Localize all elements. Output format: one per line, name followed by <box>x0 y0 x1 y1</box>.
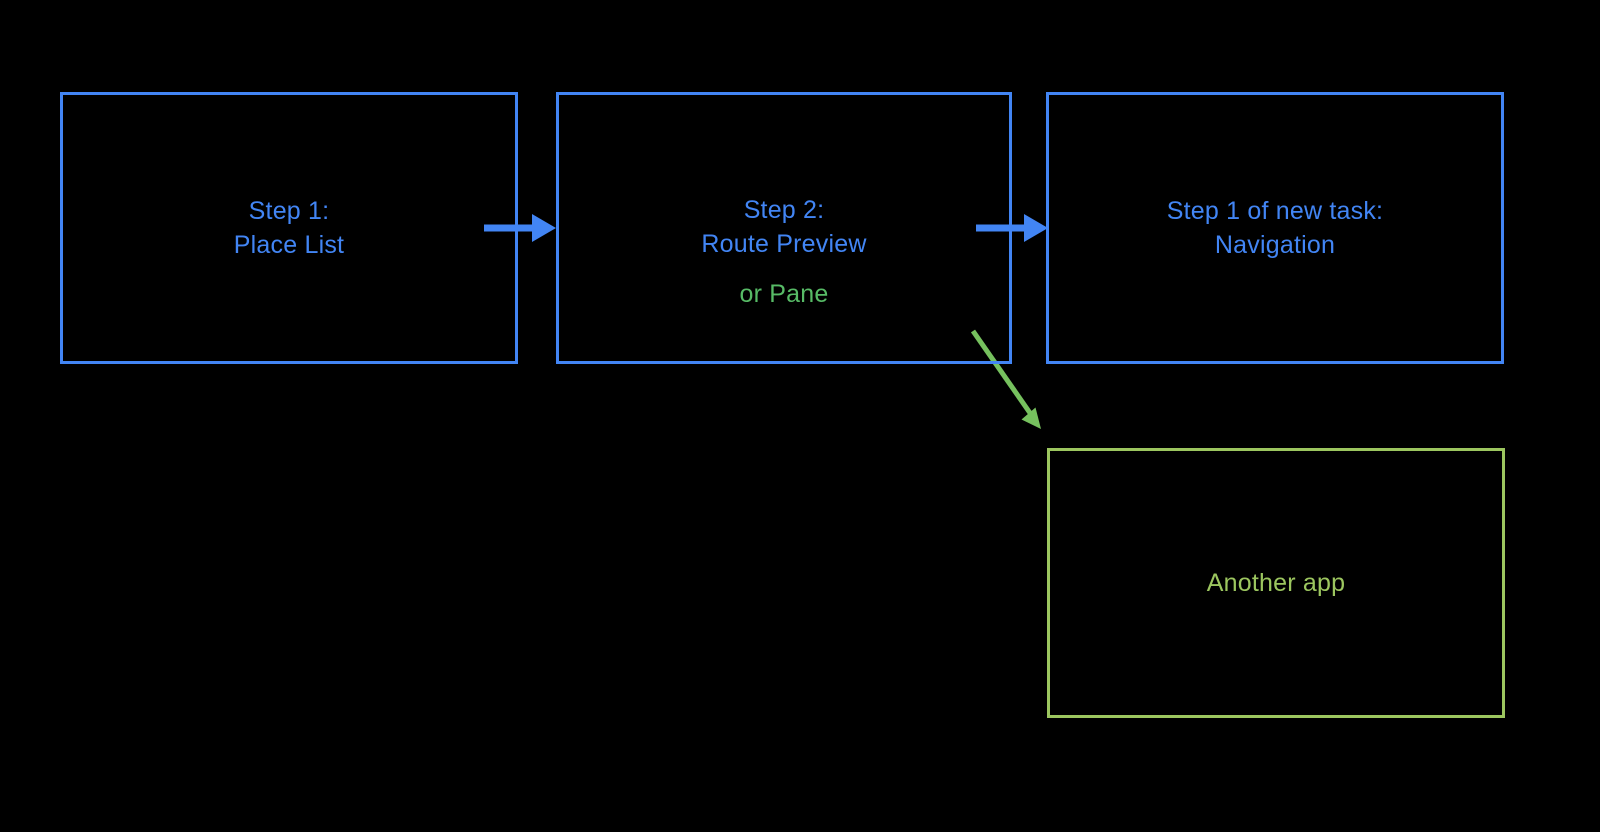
flow-box-another-app-label: Another app <box>1207 566 1345 600</box>
flow-box-step1-new-task-label-line2: Navigation <box>1214 231 1336 259</box>
flow-box-step2-label-line1: Step 2: <box>743 196 825 224</box>
flow-box-step2-label-line2: Route Preview <box>701 230 867 258</box>
flow-box-step1-label-line1: Step 1: <box>248 197 330 225</box>
flow-box-another-app-label-line1: Another app <box>1206 569 1346 597</box>
flow-box-step1-new-task: Step 1 of new task: Navigation <box>1046 92 1504 364</box>
flow-box-step2-label: Step 2: Route Preview or Pane <box>701 193 866 311</box>
flow-box-step1-new-task-label-line1: Step 1 of new task: <box>1166 197 1384 225</box>
flow-box-step2-label-or-pane: or Pane <box>739 280 829 308</box>
flow-box-step1-label-line2: Place List <box>233 231 345 259</box>
flow-box-step2: Step 2: Route Preview or Pane <box>556 92 1012 364</box>
flow-box-step1-label: Step 1: Place List <box>234 194 344 262</box>
flow-box-another-app: Another app <box>1047 448 1505 718</box>
flow-box-step1-new-task-label: Step 1 of new task: Navigation <box>1167 194 1383 262</box>
flow-box-step1: Step 1: Place List <box>60 92 518 364</box>
